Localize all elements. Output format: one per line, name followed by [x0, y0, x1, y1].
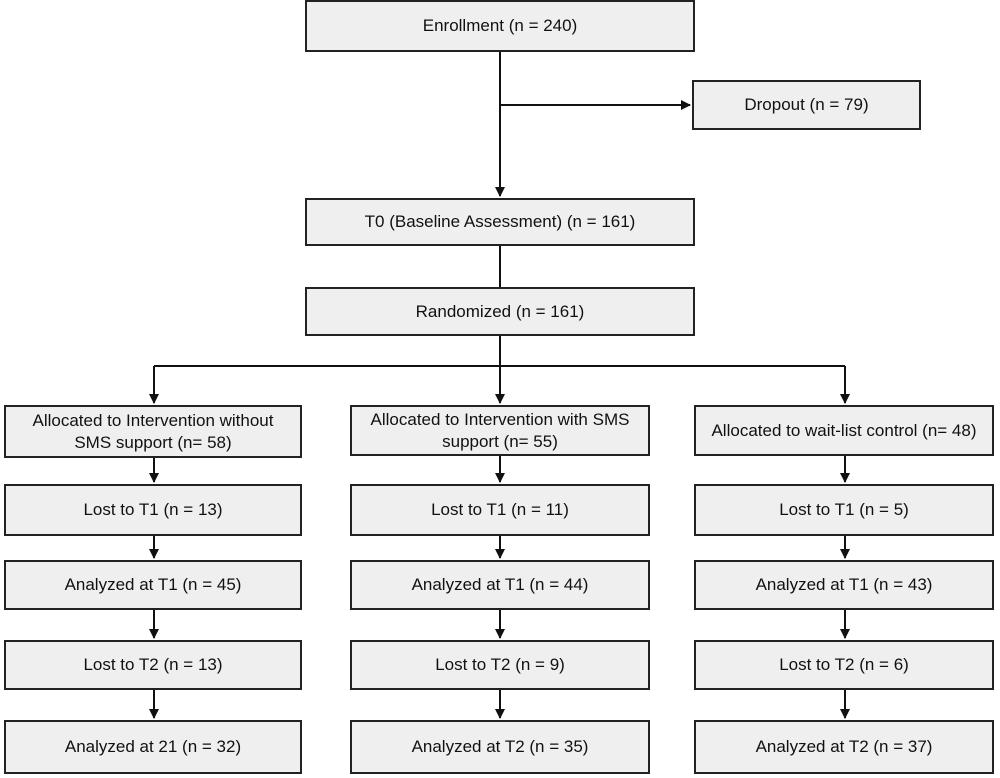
arm-1-lost-t1-label: Lost to T1 (n = 13) [83, 500, 223, 519]
arm-1-lost-t1-box: Lost to T1 (n = 13) [4, 484, 302, 536]
enrollment-label: Enrollment (n = 240) [422, 16, 578, 35]
arm-1-allocated-box: Allocated to Intervention without SMS su… [4, 405, 302, 458]
arm-2-allocated-label: Allocated to Intervention with SMS suppo… [370, 409, 630, 451]
arm-1-lost-t2-label: Lost to T2 (n = 13) [83, 655, 223, 674]
dropout-box: Dropout (n = 79) [692, 80, 921, 130]
arm-1-analyzed-t2-label: Analyzed at 21 (n = 32) [64, 737, 242, 756]
arm-1-analyzed-t1-label: Analyzed at T1 (n = 45) [64, 575, 242, 594]
randomized-label: Randomized (n = 161) [415, 301, 585, 321]
arm-3-analyzed-t2-box: Analyzed at T2 (n = 37) [694, 720, 994, 774]
arm-3-lost-t2-label: Lost to T2 (n = 6) [779, 655, 909, 674]
arm-3-lost-t1-box: Lost to T1 (n = 5) [694, 484, 994, 536]
arm-1-analyzed-t1-box: Analyzed at T1 (n = 45) [4, 560, 302, 610]
randomized-box: Randomized (n = 161) [305, 287, 695, 336]
arm-3-allocated-box: Allocated to wait-list control (n= 48) [694, 405, 994, 456]
arm-2-analyzed-t1-label: Analyzed at T1 (n = 44) [411, 575, 589, 594]
arm-3-lost-t2-box: Lost to T2 (n = 6) [694, 640, 994, 690]
dropout-label: Dropout (n = 79) [744, 95, 869, 114]
arm-1-analyzed-t2-box: Analyzed at 21 (n = 32) [4, 720, 302, 774]
arm-1-allocated-label: Allocated to Intervention without SMS su… [32, 410, 274, 452]
enrollment-box: Enrollment (n = 240) [305, 0, 695, 52]
baseline-box: T0 (Baseline Assessment) (n = 161) [305, 198, 695, 246]
arm-3-analyzed-t1-box: Analyzed at T1 (n = 43) [694, 560, 994, 610]
arm-1-lost-t2-box: Lost to T2 (n = 13) [4, 640, 302, 690]
arm-2-lost-t2-box: Lost to T2 (n = 9) [350, 640, 650, 690]
arm-2-allocated-box: Allocated to Intervention with SMS suppo… [350, 405, 650, 456]
arm-2-analyzed-t2-box: Analyzed at T2 (n = 35) [350, 720, 650, 774]
arm-2-lost-t2-label: Lost to T2 (n = 9) [435, 655, 565, 674]
arm-3-analyzed-t2-label: Analyzed at T2 (n = 37) [755, 737, 933, 756]
arm-2-lost-t1-label: Lost to T1 (n = 11) [431, 500, 569, 519]
arm-3-allocated-label: Allocated to wait-list control (n= 48) [711, 420, 977, 440]
arm-3-analyzed-t1-label: Analyzed at T1 (n = 43) [755, 575, 933, 594]
arm-3-lost-t1-label: Lost to T1 (n = 5) [779, 500, 909, 519]
baseline-label: T0 (Baseline Assessment) (n = 161) [364, 212, 636, 231]
arm-2-analyzed-t2-label: Analyzed at T2 (n = 35) [411, 737, 589, 756]
arm-2-lost-t1-box: Lost to T1 (n = 11) [350, 484, 650, 536]
arm-2-analyzed-t1-box: Analyzed at T1 (n = 44) [350, 560, 650, 610]
